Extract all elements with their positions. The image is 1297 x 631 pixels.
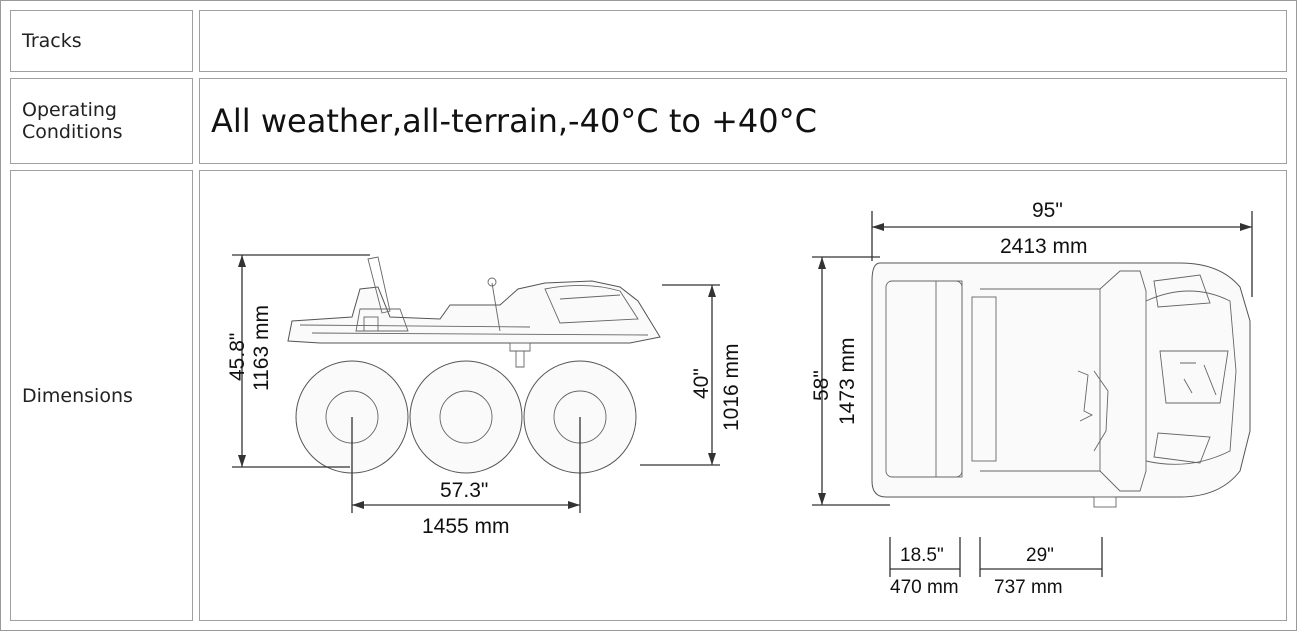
dimensions-drawing: 45.8" 1163 mm 40" 1016 mm 57.3" [226, 199, 1253, 598]
side-deck-dimension: 40" 1016 mm [640, 284, 743, 466]
conditions-label: Operating Conditions [22, 99, 123, 143]
side-deck-mm: 1016 mm [720, 343, 743, 431]
top-cab-in: 29" [1026, 545, 1054, 566]
top-seat-in: 18.5" [900, 545, 944, 566]
side-wheelbase-mm: 1455 mm [422, 515, 510, 538]
dimensions-value-cell: 45.8" 1163 mm 40" 1016 mm 57.3" [199, 170, 1287, 621]
top-width-in: 58" [810, 370, 833, 401]
top-length-dimension: 95" 2413 mm [871, 199, 1253, 297]
top-width-mm: 1473 mm [836, 337, 859, 425]
dimensions-label-cell: Dimensions [10, 170, 193, 621]
top-view-vehicle [871, 262, 1251, 508]
top-length-mm: 2413 mm [1000, 235, 1088, 258]
conditions-value: All weather,all-terrain,-40°C to +40°C [211, 102, 817, 140]
side-height-dimension: 45.8" 1163 mm [226, 254, 370, 468]
top-width-dimension: 58" 1473 mm [810, 256, 890, 506]
tracks-value-cell [199, 10, 1287, 72]
side-wheelbase-dimension: 57.3" 1455 mm [351, 417, 581, 538]
top-cab-mm: 737 mm [994, 577, 1063, 598]
tracks-label: Tracks [22, 30, 82, 52]
side-height-in: 45.8" [226, 333, 249, 381]
top-seat-mm: 470 mm [890, 577, 959, 598]
top-length-in: 95" [1032, 199, 1063, 222]
top-seat-dimension: 18.5" 470 mm [889, 537, 961, 598]
tracks-label-cell: Tracks [10, 10, 193, 72]
top-cab-dimension: 29" 737 mm [979, 537, 1103, 598]
side-view-vehicle [287, 256, 661, 474]
side-wheelbase-in: 57.3" [440, 479, 488, 502]
side-wheels [295, 360, 637, 474]
side-deck-in: 40" [690, 368, 713, 399]
dimensions-label: Dimensions [22, 384, 133, 407]
side-height-mm: 1163 mm [250, 305, 273, 391]
conditions-value-cell: All weather,all-terrain,-40°C to +40°C [199, 78, 1287, 164]
conditions-label-cell: Operating Conditions [10, 78, 193, 164]
